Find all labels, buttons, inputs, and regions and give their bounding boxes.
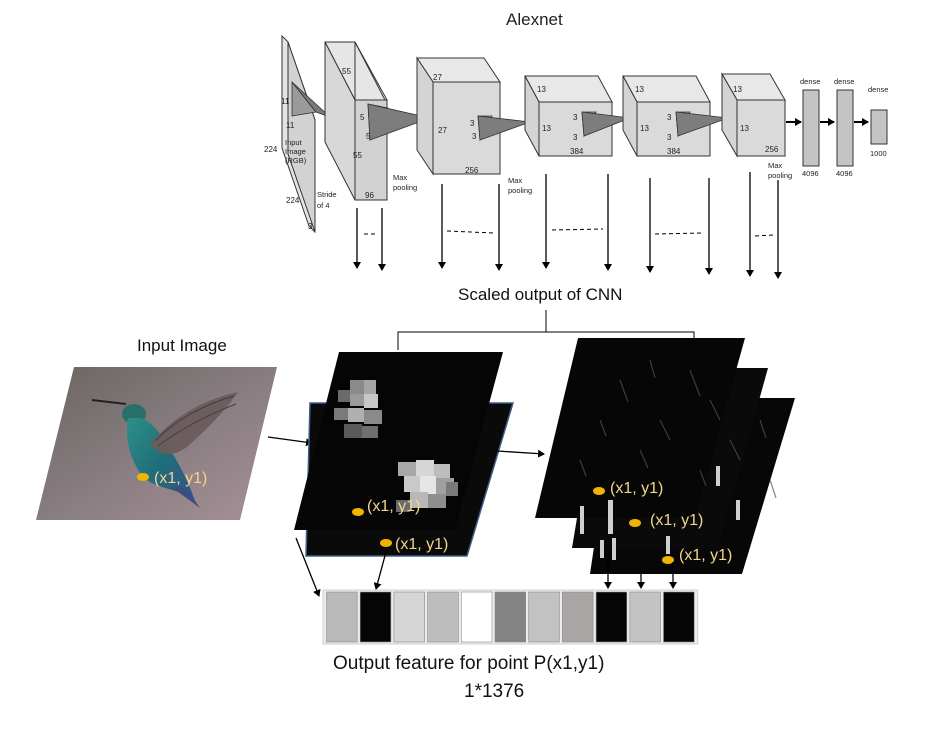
input-height-label: 224: [264, 145, 278, 154]
pool2-label-2: pooling: [508, 186, 532, 195]
input-kernel-label-2: 11: [286, 121, 295, 130]
conv2-size-label-a: 27: [433, 73, 442, 82]
conv3-kernel-label-1: 3: [573, 113, 578, 122]
conv5-block: [736, 99, 786, 157]
conv1-size-label-b: 55: [353, 151, 362, 160]
dense2-label: dense: [834, 77, 854, 86]
input-width-label: 224: [286, 196, 300, 205]
dense1-size: 4096: [802, 169, 819, 178]
pool1-label-1: Max: [393, 173, 407, 182]
alexnet-architecture: 11 11 Input Image (RGB) 224 224 3 Stride…: [264, 34, 888, 234]
stride-label-2: of 4: [317, 201, 330, 210]
feature-cell: [528, 591, 560, 643]
feature-cell: [427, 591, 459, 643]
point-label-input: (x1, y1): [154, 470, 207, 487]
feature-cell: [393, 591, 425, 643]
input-channels-label: 3: [308, 222, 313, 231]
point-label-stack-a: (x1, y1): [610, 480, 663, 497]
point-marker-stack-c: [662, 556, 674, 564]
point-label-map1-a: (x1, y1): [367, 498, 420, 515]
point-label-stack-c: (x1, y1): [679, 547, 732, 564]
feature-map-conv1: [294, 352, 515, 557]
conv5-size-label-a: 13: [733, 85, 742, 94]
conv4-size-label-b: 13: [640, 124, 649, 133]
input-kernel-label-1: 11: [281, 97, 290, 106]
input-image-label: Input Image: [137, 336, 227, 355]
output-feature-vector: [322, 589, 699, 645]
feature-vector-arrows: [295, 537, 677, 597]
feature-cell: [326, 591, 358, 643]
pool5-label-2: pooling: [768, 171, 792, 180]
conv1-size-label-a: 55: [342, 67, 351, 76]
input-image: [36, 367, 277, 520]
conv4-depth-label: 384: [667, 147, 681, 156]
point-marker-stack-a: [593, 487, 605, 495]
dense-layer-2: [836, 89, 854, 167]
point-marker-map1-a: [352, 508, 364, 516]
conv2-depth-label: 256: [465, 166, 479, 175]
point-marker-input: [137, 473, 149, 481]
pool5-label-1: Max: [768, 161, 782, 170]
output-dim-label: 1*1376: [464, 681, 524, 702]
input-name-line1: Input: [285, 138, 303, 147]
conv4-size-label-a: 13: [635, 85, 644, 94]
scaled-output-label: Scaled output of CNN: [458, 285, 622, 304]
feature-cell: [494, 591, 527, 643]
conv2-size-label-b: 27: [438, 126, 447, 135]
point-marker-stack-b: [629, 519, 641, 527]
conv4-kernel-label-1: 3: [667, 113, 672, 122]
feature-cell: [359, 591, 392, 643]
stride-label-1: Stride: [317, 190, 337, 199]
dense-layer-1: [802, 89, 820, 167]
alexnet-title: Alexnet: [506, 10, 563, 29]
feature-cell: [562, 591, 594, 643]
conv4-kernel-label-2: 3: [667, 133, 672, 142]
conv1-kernel-label-1: 5: [360, 113, 365, 122]
layer-output-arrows: [353, 172, 782, 279]
conv1-depth-label: 96: [365, 191, 374, 200]
feature-map-stack: [535, 338, 795, 574]
feature-cell: [595, 591, 628, 643]
conv1-kernel-label-2: 5: [366, 132, 371, 141]
conv3-kernel-label-2: 3: [573, 133, 578, 142]
conv5-size-label-b: 13: [740, 124, 749, 133]
output-feature-label: Output feature for point P(x1,y1): [333, 653, 604, 674]
feature-cell: [629, 591, 661, 643]
input-name-line2: Image: [285, 147, 306, 156]
dense-layer-3: [870, 109, 888, 145]
point-label-map1-b: (x1, y1): [395, 536, 448, 553]
pool2-label-1: Max: [508, 176, 522, 185]
input-name-line3: (RGB): [285, 156, 307, 165]
conv3-size-label-b: 13: [542, 124, 551, 133]
dense3-size: 1000: [870, 149, 887, 158]
pool1-label-2: pooling: [393, 183, 417, 192]
conv2-kernel-label-1: 3: [470, 119, 475, 128]
conv2-kernel-label-2: 3: [472, 132, 477, 141]
dense1-label: dense: [800, 77, 820, 86]
conv5-depth-label: 256: [765, 145, 779, 154]
feature-cell: [460, 591, 493, 643]
conv3-depth-label: 384: [570, 147, 584, 156]
feature-cell: [663, 591, 695, 643]
point-label-stack-b: (x1, y1): [650, 512, 703, 529]
point-marker-map1-b: [380, 539, 392, 547]
dense2-size: 4096: [836, 169, 853, 178]
conv3-size-label-a: 13: [537, 85, 546, 94]
dense3-label: dense: [868, 85, 888, 94]
